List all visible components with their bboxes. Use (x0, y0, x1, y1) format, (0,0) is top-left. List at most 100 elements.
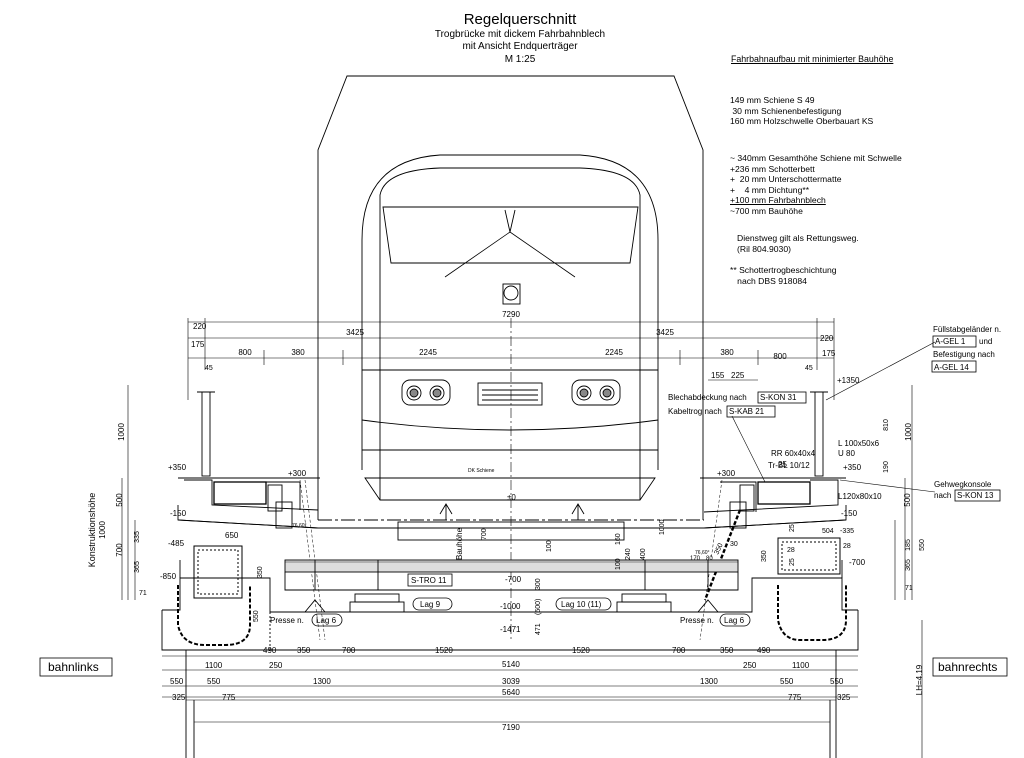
dim-1000-right: 1000 (904, 423, 913, 441)
level-minus700-right: -700 (849, 558, 866, 567)
level-minus150-right: -150 (841, 509, 858, 518)
left-vertical-dims (121, 385, 136, 600)
label-stro11: S-TRO 11 (411, 576, 447, 585)
dim-550-b-left2: 550 (207, 677, 221, 686)
dim-1520-left: 1520 (435, 646, 453, 655)
angle-left: 76,60° (292, 523, 307, 529)
right-headlight (571, 379, 621, 406)
dim-3425-left: 3425 (346, 328, 364, 337)
note-line-underlined: +100 mm Fahrbahnblech (730, 195, 826, 206)
level-minus1000: -1000 (500, 602, 521, 611)
trough-deck (177, 503, 847, 591)
dim-800-left: 800 (238, 348, 252, 357)
label-lh: LH=4.19 (915, 664, 924, 695)
level-minus700: -700 (505, 575, 522, 584)
boxed-labels (39, 335, 1008, 677)
label-lag9: Lag 9 (420, 600, 441, 609)
level-minus850: -850 (160, 572, 177, 581)
front-grille (477, 382, 543, 406)
label-befestigung: Befestigung nach (933, 350, 995, 359)
level-minus1471: -1471 (500, 625, 521, 634)
dim-550-inner: 550 (253, 610, 260, 622)
dim-810: 810 (883, 419, 890, 431)
note-line: (Ril 804.9030) (737, 243, 791, 254)
label-konstruktionshoehe: Konstruktionshöhe (87, 493, 97, 568)
dim-300: 300 (535, 578, 542, 590)
dim-155: 155 (711, 371, 725, 380)
right-vertical-dims (894, 385, 923, 758)
label-und: und (979, 337, 992, 346)
note-line: 149 mm Schiene S 49 (730, 95, 815, 105)
label-bauhoehe: Bauhöhe (455, 527, 464, 560)
dim-160: 160 (615, 533, 622, 545)
dim-350-b-left: 350 (297, 646, 311, 655)
level-plus350-left: +350 (168, 463, 187, 472)
dim-2245-right: 2245 (605, 348, 623, 357)
dim-1100-left: 1100 (205, 661, 223, 670)
dim-7290: 7290 (502, 310, 520, 319)
level-plus300-right: +300 (717, 469, 736, 478)
dim-1000-left: 1000 (117, 423, 126, 441)
dim-500-left: 500 (115, 493, 124, 507)
label-kabeltrog: Kabeltrog nach (668, 407, 722, 416)
notes-rescue: Dienstweg gilt als Rettungsweg. (Ril 804… (737, 233, 859, 254)
level-plus300-left: +300 (288, 469, 307, 478)
dim-1520-right: 1520 (572, 646, 590, 655)
dim-45-right: 45 (805, 365, 813, 372)
label-presse-left: Presse n. (270, 616, 304, 625)
note-line: + 20 mm Unterschottermatte (730, 174, 842, 185)
note-line: 160 mm Holzschwelle Oberbauart KS (730, 116, 874, 127)
dim-250-left: 250 (269, 661, 283, 670)
level-plus350-right: +350 (843, 463, 862, 472)
label-lag6-left: Lag 6 (316, 616, 337, 625)
label-dk-schiene: DK Schiene (468, 468, 495, 474)
angle-right: 76,60° (695, 550, 710, 556)
dim-71-left: 71 (139, 590, 147, 597)
clearance-profile (317, 75, 704, 520)
dim-220-left: 220 (193, 322, 207, 331)
drawing-subtitle-2: mit Ansicht Endquerträger (462, 41, 578, 52)
dim-500-right: 500 (903, 493, 912, 507)
locomotive-outline (361, 154, 659, 501)
cable-trough-right (703, 509, 742, 601)
dim-400: 400 (640, 548, 647, 560)
dim-71-right: 71 (905, 585, 913, 592)
dim-170: 170 (690, 556, 701, 562)
dim-550-right: 550 (919, 539, 926, 551)
dim-250-right: 250 (743, 661, 757, 670)
dim-700-bau: 700 (481, 528, 488, 540)
label-blechabdeckung: Blechabdeckung nach (668, 393, 747, 402)
dim-490-right: 490 (757, 646, 771, 655)
dim-3039: 3039 (502, 677, 520, 686)
notes-group-1: 149 mm Schiene S 49 30 mm Schienenbefest… (730, 95, 873, 127)
label-lag6-right: Lag 6 (724, 616, 745, 625)
level-zero: ±0 (507, 493, 516, 502)
dim-25-a: 25 (789, 524, 796, 532)
label-u80: U 80 (838, 449, 855, 458)
level-minus335: -335 (840, 528, 854, 535)
dim-28-b: 28 (843, 543, 851, 550)
wiper-lines (444, 231, 576, 278)
note-line: 30 mm Schienenbefestigung (730, 105, 842, 116)
dim-775-left: 775 (222, 693, 236, 702)
dim-100: 100 (546, 540, 553, 552)
label-skon31: S-KON 31 (760, 393, 797, 402)
dim-2245-left: 2245 (419, 348, 437, 357)
dim-45-left: 45 (205, 365, 213, 372)
dim-550-b-right2: 550 (830, 677, 844, 686)
label-fuellstab: Füllstabgeländer n. (933, 325, 1001, 334)
windshield (382, 206, 639, 264)
dim-490-left: 490 (263, 646, 277, 655)
right-walkway (699, 391, 847, 641)
dim-5640: 5640 (502, 688, 520, 697)
dim-175-left: 175 (191, 340, 205, 349)
label-lag10: Lag 10 (11) (561, 600, 602, 609)
drawing-scale: M 1:25 (504, 54, 536, 65)
right-box-section (777, 537, 847, 641)
dim-471: 471 (535, 623, 542, 635)
dim-325-right: 325 (837, 693, 851, 702)
label-agel14: A-GEL 14 (934, 363, 969, 372)
dim-700-b-left: 700 (342, 646, 356, 655)
dim-500-paren: (500) (535, 599, 542, 615)
note-line: +236 mm Schotterbett (730, 163, 815, 174)
